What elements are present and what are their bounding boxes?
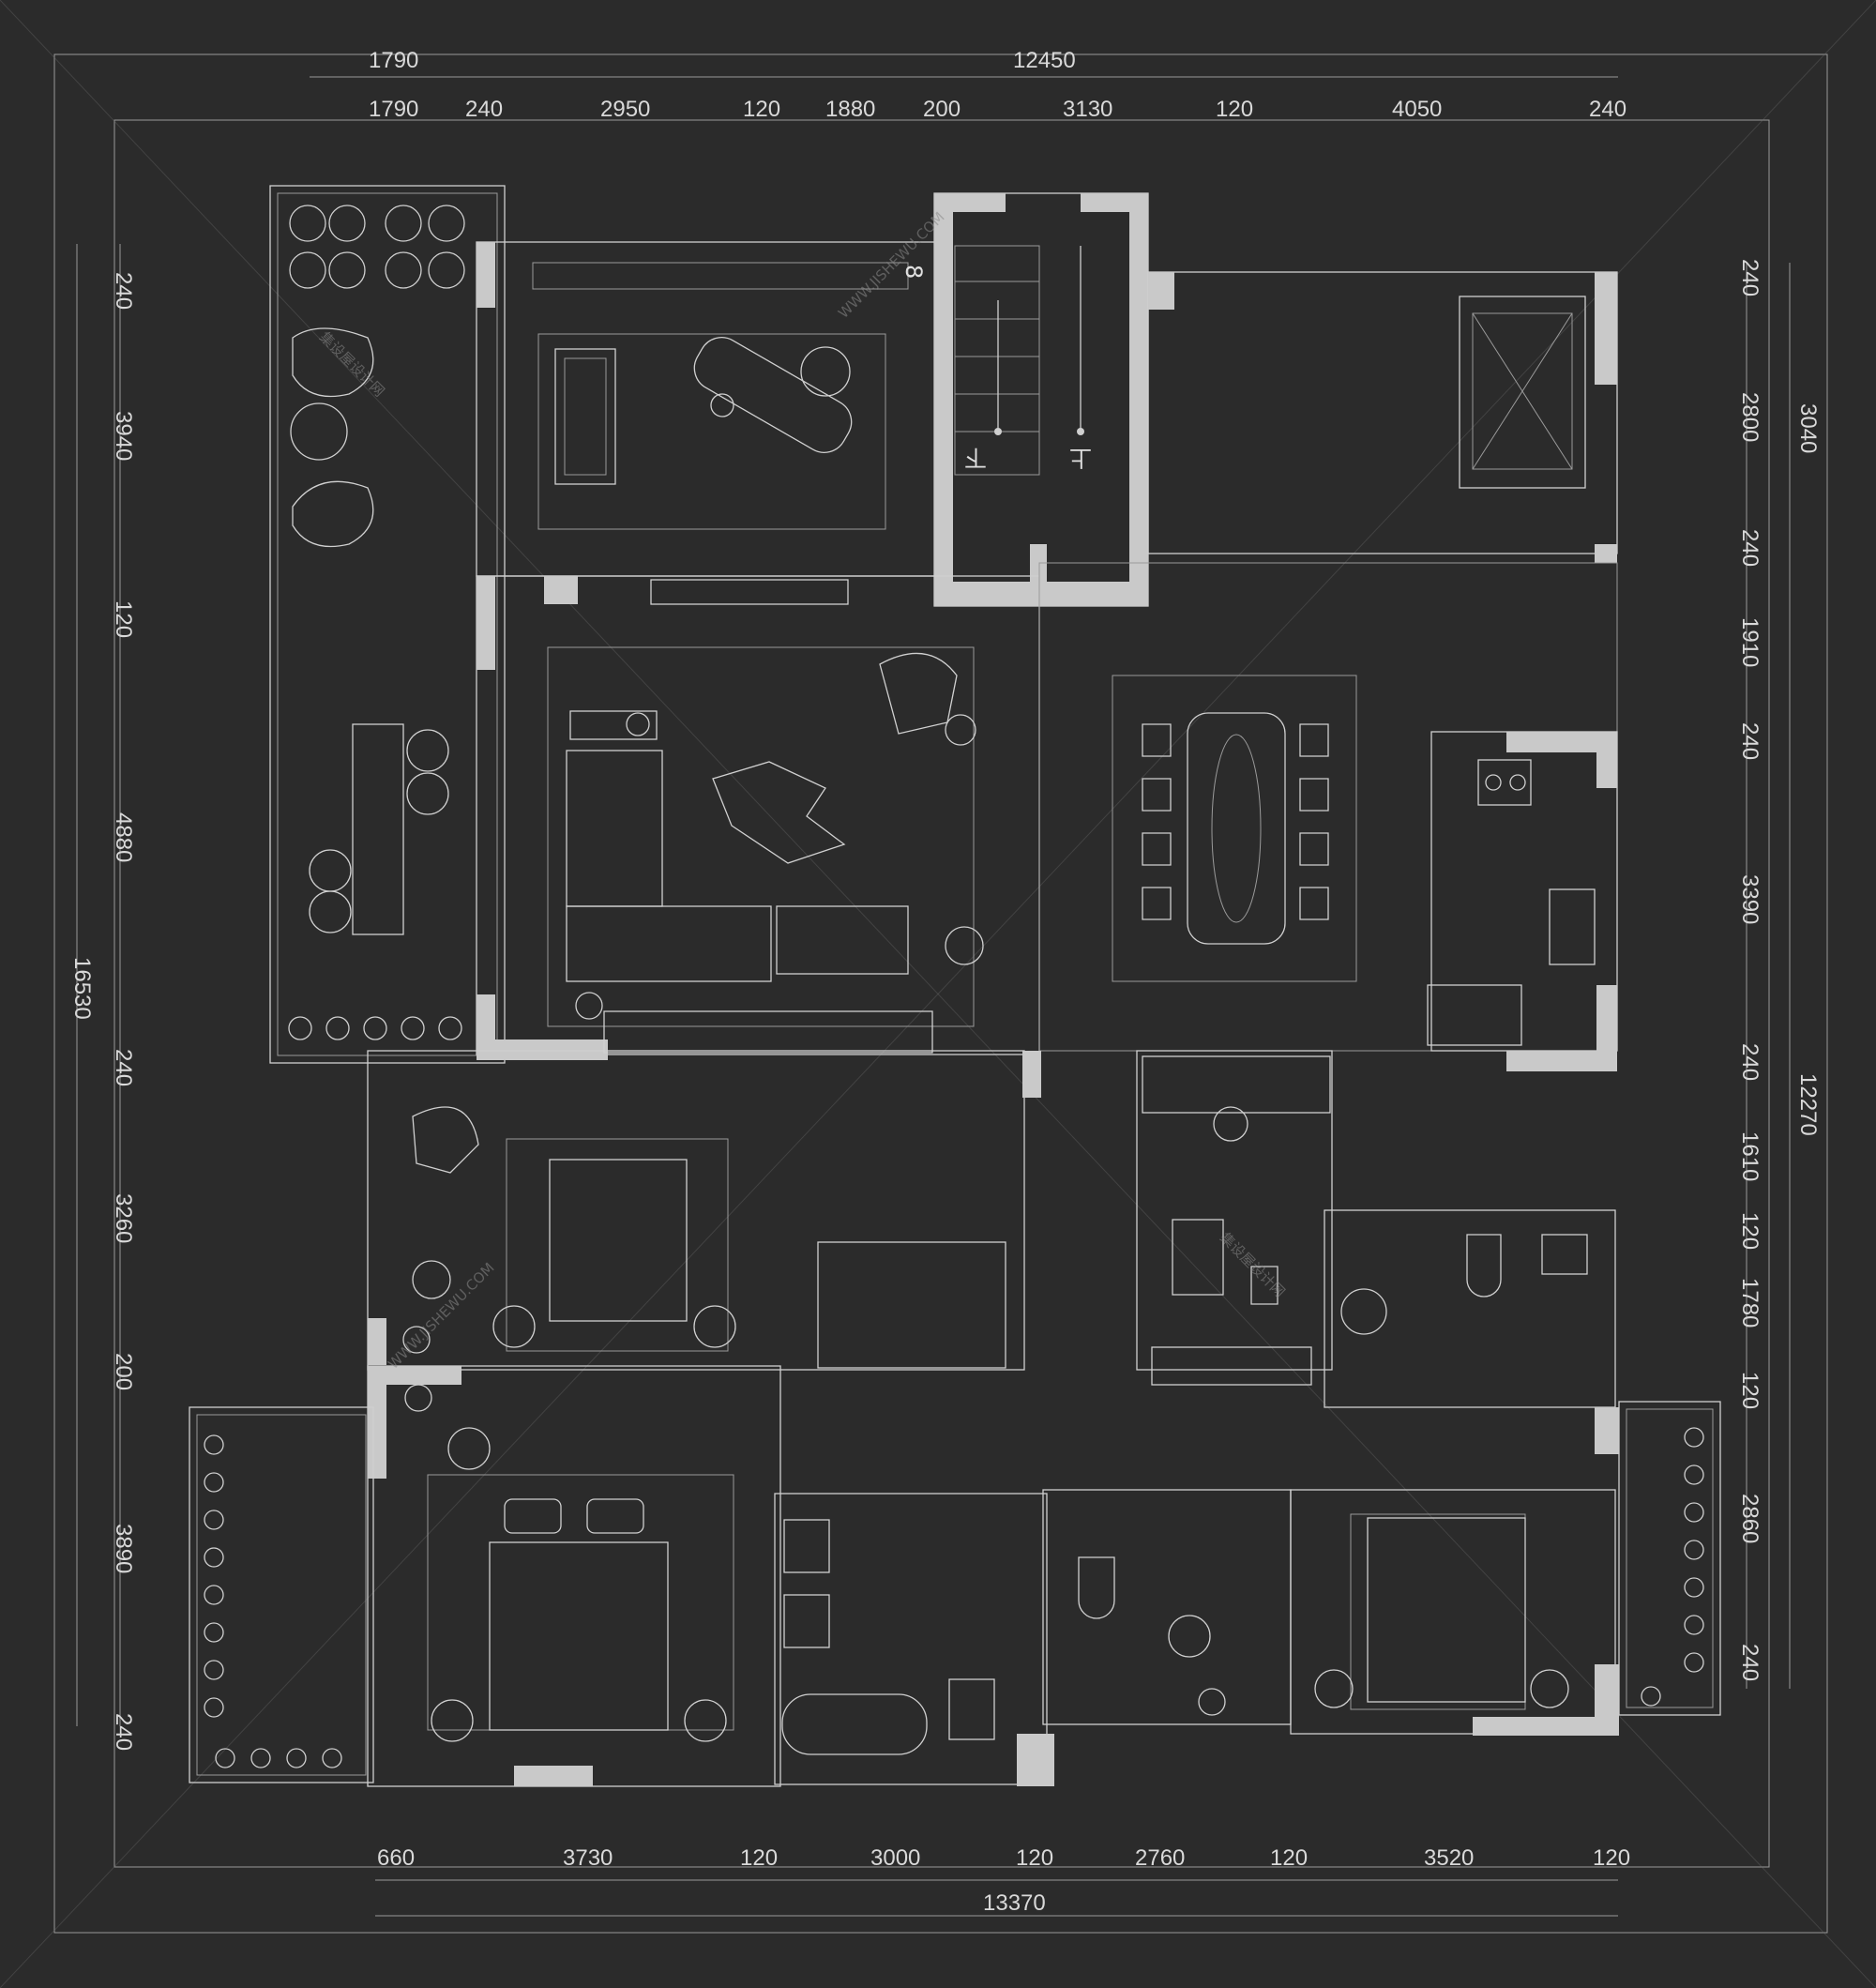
dim-right-9: 1780 (1737, 1278, 1763, 1328)
dim-right-1: 2800 (1737, 392, 1763, 442)
dim-bottom-2: 120 (740, 1845, 778, 1871)
dim-top-5: 200 (923, 97, 961, 122)
dim-left-8: 240 (111, 1713, 136, 1751)
dim-right-3: 1910 (1737, 617, 1763, 667)
dim-top-3: 120 (743, 97, 780, 122)
dim-bottom-overall-0: 13370 (983, 1890, 1046, 1916)
dim-right-12: 240 (1737, 1644, 1763, 1681)
dim-bottom-5: 2760 (1135, 1845, 1185, 1871)
dim-left-5: 3260 (111, 1193, 136, 1243)
dim-left-6: 200 (111, 1353, 136, 1390)
dim-right-overall-1: 12270 (1795, 1073, 1821, 1136)
right-overall-dims: 3040 12270 (1795, 403, 1821, 1136)
dim-right-10: 120 (1737, 1372, 1763, 1409)
dim-bottom-0: 660 (377, 1845, 415, 1871)
dim-right-6: 240 (1737, 1043, 1763, 1081)
bottom-detail-dims: 660 3730 120 3000 120 2760 120 3520 120 (377, 1845, 1630, 1871)
dim-right-4: 240 (1737, 722, 1763, 760)
watermark-url: WWW.JISHEWU.COM (835, 208, 948, 322)
dim-top-overall-1: 12450 (1013, 48, 1076, 73)
dim-top-6: 3130 (1063, 97, 1112, 122)
stair-up-label: 上 (1069, 445, 1092, 471)
watermark-cn: 集设屋设计网 (1217, 1229, 1288, 1300)
dim-left-7: 3890 (111, 1524, 136, 1573)
dim-left-1: 3940 (111, 411, 136, 461)
left-detail-dims: 240 3940 120 4880 240 3260 200 3890 240 (111, 272, 136, 1751)
dim-bottom-7: 3520 (1424, 1845, 1474, 1871)
dim-bottom-3: 3000 (870, 1845, 920, 1871)
dim-left-2: 120 (111, 600, 136, 638)
dim-right-8: 120 (1737, 1212, 1763, 1250)
dim-top-8: 4050 (1392, 97, 1442, 122)
dim-bottom-8: 120 (1593, 1845, 1630, 1871)
watermark-cn: 集设屋设计网 (316, 328, 387, 400)
dim-top-4: 1880 (825, 97, 875, 122)
dim-top-2: 2950 (600, 97, 650, 122)
left-overall-dims: 16530 (69, 957, 95, 1020)
dim-right-0: 240 (1737, 259, 1763, 296)
dim-top-0: 1790 (369, 97, 418, 122)
dim-top-9: 240 (1589, 97, 1626, 122)
dim-right-7: 1610 (1737, 1131, 1763, 1181)
dim-bottom-6: 120 (1270, 1845, 1308, 1871)
dim-top-overall-0: 1790 (369, 48, 418, 73)
top-detail-dims: 1790 240 2950 120 1880 200 3130 120 4050… (369, 97, 1626, 122)
dim-right-11: 2860 (1737, 1494, 1763, 1543)
dim-left-3: 4880 (111, 812, 136, 862)
dim-top-7: 120 (1216, 97, 1253, 122)
dim-right-overall-0: 3040 (1795, 403, 1821, 453)
stair-down-label: 下 (964, 445, 987, 471)
dim-bottom-1: 3730 (563, 1845, 613, 1871)
furniture (204, 205, 1704, 1768)
walls (189, 185, 1721, 1787)
dimension-lines (76, 76, 1791, 1917)
dim-left-0: 240 (111, 272, 136, 310)
bottom-overall-dims: 13370 (983, 1890, 1046, 1916)
right-detail-dims: 240 2800 240 1910 240 3390 240 1610 120 … (1737, 259, 1763, 1681)
dim-right-2: 240 (1737, 529, 1763, 567)
watermark-url: WWW.JISHEWU.COM (385, 1259, 498, 1373)
dim-left-overall-0: 16530 (69, 957, 95, 1020)
dim-top-1: 240 (465, 97, 503, 122)
dim-right-5: 3390 (1737, 874, 1763, 924)
top-overall-dims: 1790 12450 (369, 48, 1076, 73)
stair-labels: 下 上 8 (900, 265, 1092, 471)
stair-number: 8 (900, 265, 927, 279)
dim-left-4: 240 (111, 1049, 136, 1086)
dim-bottom-4: 120 (1016, 1845, 1053, 1871)
